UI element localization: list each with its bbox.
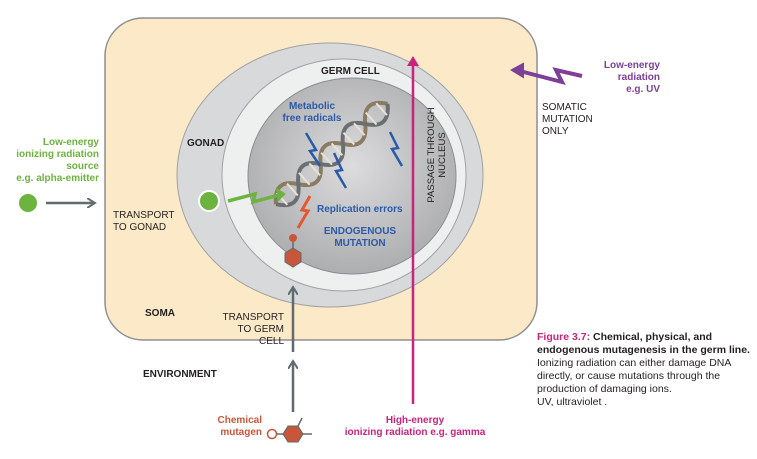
- caption-abbreviations: UV, ultraviolet .: [537, 396, 608, 408]
- passage-label-line: NUCLEUS: [437, 132, 448, 178]
- caption-title-text: Chemical, physical, and endogenous mutag…: [537, 331, 750, 356]
- transport-label-line: TRANSPORT: [222, 312, 285, 323]
- transport-label-line: CELL: [258, 336, 284, 347]
- uv-label-line: Low-energy: [603, 60, 660, 71]
- source-label-line: e.g. alpha-emitter: [16, 173, 99, 184]
- alpha-radiation-bolt-icon: [227, 191, 284, 205]
- soma-label: SOMA: [145, 308, 175, 319]
- figure-caption: Figure 3.7: Chemical, physical, and endo…: [537, 331, 755, 409]
- metabolic-label-line: Metabolic: [288, 101, 336, 112]
- endogenous-mutation-label: ENDOGENOUS MUTATION: [320, 226, 400, 250]
- free-radical-bolt-icon: [304, 132, 322, 167]
- somatic-mutation-only-label: SOMATIC MUTATION ONLY: [542, 102, 593, 138]
- metabolic-label-line: free radicals: [282, 113, 342, 124]
- high-energy-label: High-energy ionizing radiation e.g. gamm…: [330, 415, 500, 439]
- replication-error-bolt-icon: [296, 195, 312, 229]
- somatic-label-line: SOMATIC: [542, 102, 587, 113]
- uv-label-line: radiation: [617, 72, 660, 83]
- somatic-label-line: MUTATION: [542, 114, 593, 125]
- low-energy-uv-label: Low-energy radiation e.g. UV: [590, 60, 660, 96]
- source-label-line: source: [66, 161, 99, 172]
- chemical-mutagen-label: Chemical mutagen: [200, 415, 262, 439]
- chemical-label-line: mutagen: [220, 427, 262, 438]
- transport-label-line: TO GERM: [237, 324, 284, 335]
- radiation-source-icon: [198, 190, 220, 212]
- transport-to-germ-cell-label: TRANSPORT TO GERM CELL: [218, 312, 285, 348]
- environment-chemical-molecule-icon: [266, 417, 312, 443]
- endogenous-label-line: MUTATION: [334, 238, 386, 249]
- chemical-mutagen-molecule-icon: [284, 234, 302, 268]
- source-label-line: Low-energy: [42, 137, 99, 148]
- high-energy-label-line: High-energy: [385, 415, 445, 426]
- caption-figure-number: Figure 3.7:: [537, 331, 591, 343]
- gonad-label: GONAD: [187, 138, 225, 149]
- passage-through-nucleus-label: PASSAGE THROUGH NUCLEUS: [426, 100, 448, 210]
- caption-title: Figure 3.7: Chemical, physical, and endo…: [537, 331, 755, 357]
- germ-cell-label: GERM CELL: [321, 66, 380, 77]
- caption-body: Ionizing radiation can either damage DNA…: [537, 357, 731, 395]
- uv-radiation-bolt-icon: [515, 67, 583, 86]
- endogenous-label-line: ENDOGENOUS: [323, 226, 397, 237]
- environment-label: ENVIRONMENT: [143, 369, 217, 380]
- external-radiation-source-icon: [17, 192, 39, 214]
- metabolic-free-radicals-label: Metabolic free radicals: [282, 101, 342, 125]
- transport-label-line: TO GONAD: [113, 222, 167, 233]
- passage-label-line: PASSAGE THROUGH: [426, 107, 437, 203]
- free-radical-bolt-icon: [332, 152, 348, 189]
- replication-errors-label: Replication errors: [317, 204, 403, 215]
- uv-label-line: e.g. UV: [626, 84, 660, 95]
- free-radical-bolt-icon: [388, 131, 404, 167]
- source-label-line: ionizing radiation: [16, 149, 99, 160]
- low-energy-source-label: Low-energy ionizing radiation source e.g…: [0, 137, 99, 185]
- chemical-label-line: Chemical: [217, 415, 262, 426]
- somatic-label-line: ONLY: [542, 126, 569, 137]
- transport-label-line: TRANSPORT: [113, 210, 175, 221]
- transport-to-gonad-label: TRANSPORT TO GONAD: [113, 210, 175, 234]
- high-energy-label-line: ionizing radiation e.g. gamma: [344, 427, 486, 438]
